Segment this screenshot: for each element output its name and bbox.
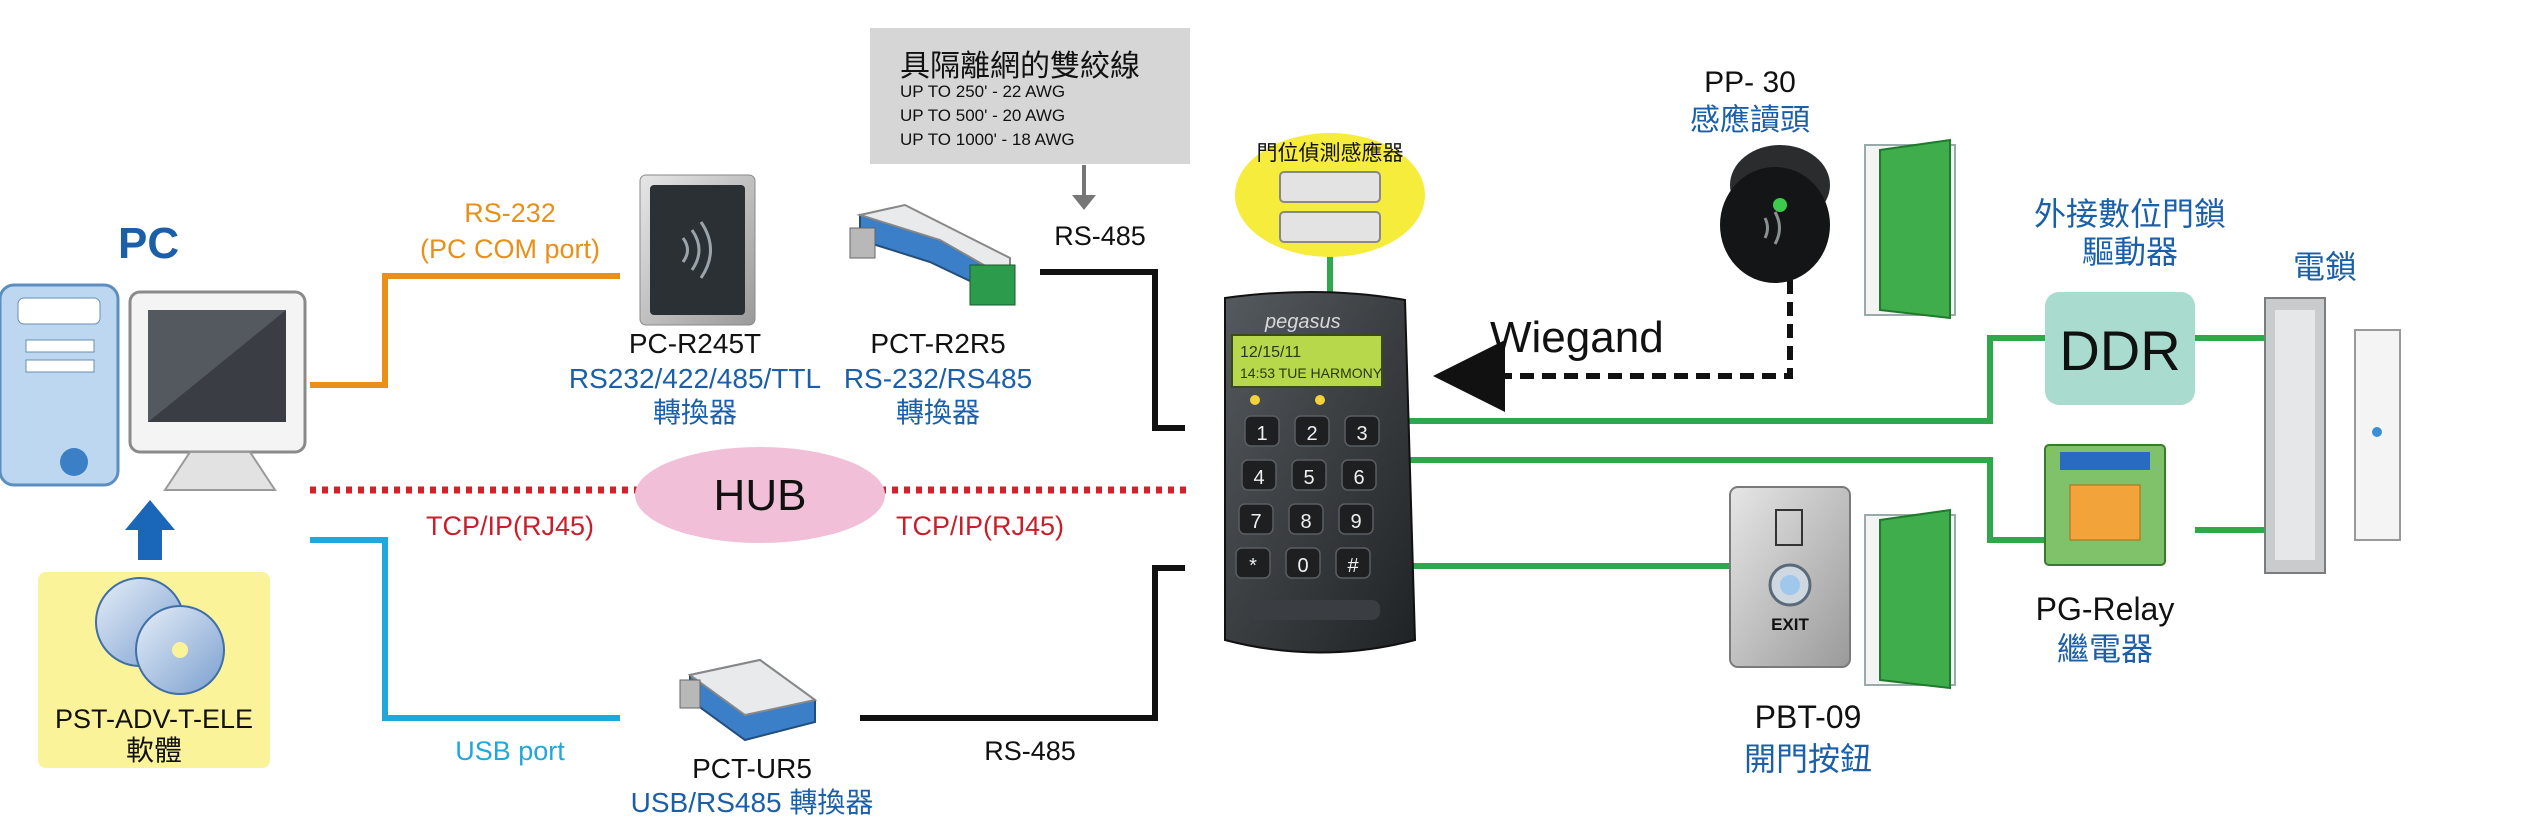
pp30-model: PP- 30 <box>1704 66 1796 99</box>
rs232-label: RS-232 <box>464 198 556 228</box>
controller-lcd-line2: 14:53 TUE HARMONY <box>1240 365 1383 381</box>
keypad-key <box>1238 503 1274 535</box>
keypad-key-label: 0 <box>1297 555 1308 577</box>
pct-r2r5-model: PCT-R2R5 <box>870 328 1005 359</box>
keypad-key <box>1285 547 1321 579</box>
keypad-key <box>1288 503 1324 535</box>
cable-note-line: UP TO 250' - 22 AWG <box>900 82 1065 101</box>
ddr-title2: 驅動器 <box>2082 234 2178 270</box>
pct-r2r5-line2: 轉換器 <box>896 397 980 428</box>
keypad-key-label: 3 <box>1356 423 1367 445</box>
tcpip-label-right: TCP/IP(RJ45) <box>896 511 1064 541</box>
software-panel: PST-ADV-T-ELE 軟體 <box>38 572 270 768</box>
rs485-label-top: RS-485 <box>1054 221 1146 251</box>
keypad-key <box>1294 415 1330 447</box>
hub: HUB <box>635 447 885 543</box>
cable-note-arrowhead <box>1072 195 1096 210</box>
keypad-key-label: 4 <box>1253 467 1264 489</box>
elock-icon <box>2264 297 2401 574</box>
hub-label: HUB <box>714 471 807 520</box>
pc-r245t-line1: RS232/422/485/TTL <box>569 363 821 394</box>
access-controller: pegasus 12/15/11 14:53 TUE HARMONY 1 2 3 4 5… <box>1224 291 1417 654</box>
controller-lcd <box>1231 334 1383 388</box>
door-sensor-icon <box>1279 171 1381 203</box>
pc-r245t-line2: 轉換器 <box>653 397 737 428</box>
cable-note-line: UP TO 500' - 20 AWG <box>900 106 1065 125</box>
keypad-key <box>1338 503 1374 535</box>
controller-keypad: 1 2 3 4 5 6 7 8 9 * 0 # <box>1235 415 1380 579</box>
keypad-key-label: 9 <box>1350 511 1361 533</box>
door-sensor-icon <box>1279 211 1381 243</box>
keypad-key-label: 8 <box>1300 511 1311 533</box>
rs232-cable <box>310 273 620 388</box>
software-model: PST-ADV-T-ELE <box>55 704 253 734</box>
keypad-key <box>1344 415 1380 447</box>
pct-ur5-device-icon <box>679 658 818 742</box>
keypad-key <box>1244 415 1280 447</box>
door-sensor-label: 門位偵測感應器 <box>1257 141 1404 165</box>
keypad-key-label: 1 <box>1256 423 1267 445</box>
wiegand-label: Wiegand <box>1490 313 1664 362</box>
pbt09-desc: 開門按鈕 <box>1744 741 1872 777</box>
controller-brand: pegasus <box>1264 311 1341 333</box>
ddr-box-label: DDR <box>2059 319 2180 382</box>
software-desc: 軟體 <box>126 735 182 766</box>
pct-r2r5-device-icon <box>849 203 1016 306</box>
pbt09-model: PBT-09 <box>1755 699 1862 735</box>
keypad-key <box>1341 459 1377 491</box>
keypad-key <box>1235 547 1271 579</box>
door-sensor: 門位偵測感應器 <box>1235 133 1425 257</box>
cable-note-title: 具隔離網的雙絞線 <box>900 50 1140 83</box>
pg-relay-icon <box>2044 444 2166 566</box>
pg-relay-desc: 繼電器 <box>2057 631 2153 667</box>
pct-r2r5-line1: RS-232/RS485 <box>844 363 1032 394</box>
exit-button-plate-icon: EXIT <box>1729 486 1851 668</box>
keypad-key <box>1291 459 1327 491</box>
usb-port-label: USB port <box>455 736 565 766</box>
ddr-box: DDR <box>2045 292 2195 405</box>
pc-label: PC <box>118 219 179 268</box>
keypad-key <box>1335 547 1371 579</box>
keypad-key <box>1241 459 1277 491</box>
keypad-key-label: * <box>1249 555 1257 577</box>
door-icon <box>1864 138 1956 320</box>
pp30-reader-icon <box>1720 145 1830 283</box>
cable-note-line: UP TO 1000' - 18 AWG <box>900 130 1075 149</box>
elock-label: 電鎖 <box>2293 249 2357 285</box>
keypad-key-label: 7 <box>1250 511 1261 533</box>
pct-ur5-line1: USB/RS485 轉換器 <box>631 787 874 818</box>
rs232-sublabel: (PC COM port) <box>420 234 600 264</box>
pc-tower-icon <box>0 283 120 487</box>
upload-arrow-icon <box>125 500 175 560</box>
pc-r245t-model: PC-R245T <box>629 328 761 359</box>
keypad-key-label: 6 <box>1353 467 1364 489</box>
rs485-cable-bottom <box>860 565 1185 721</box>
rs485-cable-top <box>1040 269 1185 431</box>
cable-note: 具隔離網的雙絞線 UP TO 250' - 22 AWG UP TO 500' … <box>870 28 1190 164</box>
wiegand-cable <box>1433 280 1793 412</box>
pg-relay-model: PG-Relay <box>2036 591 2175 627</box>
usb-cable <box>310 537 620 721</box>
door-icon <box>1864 508 1956 690</box>
keypad-key-label: # <box>1347 555 1359 577</box>
pct-ur5-model: PCT-UR5 <box>692 753 812 784</box>
keypad-key-label: 2 <box>1306 423 1317 445</box>
pc-monitor-icon <box>128 290 307 491</box>
rs485-label-bottom: RS-485 <box>984 736 1076 766</box>
green-cable-ddr <box>1405 335 2045 424</box>
keypad-key-label: 5 <box>1303 467 1314 489</box>
green-cable-relay <box>1405 457 2045 543</box>
controller-lcd-line1: 12/15/11 <box>1240 344 1301 361</box>
pc-r245t-device-icon <box>639 174 756 326</box>
pp30-desc: 感應讀頭 <box>1690 104 1810 137</box>
tcpip-label-left: TCP/IP(RJ45) <box>426 511 594 541</box>
exit-button-text: EXIT <box>1771 615 1809 634</box>
ddr-title: 外接數位門鎖 <box>2034 196 2226 232</box>
